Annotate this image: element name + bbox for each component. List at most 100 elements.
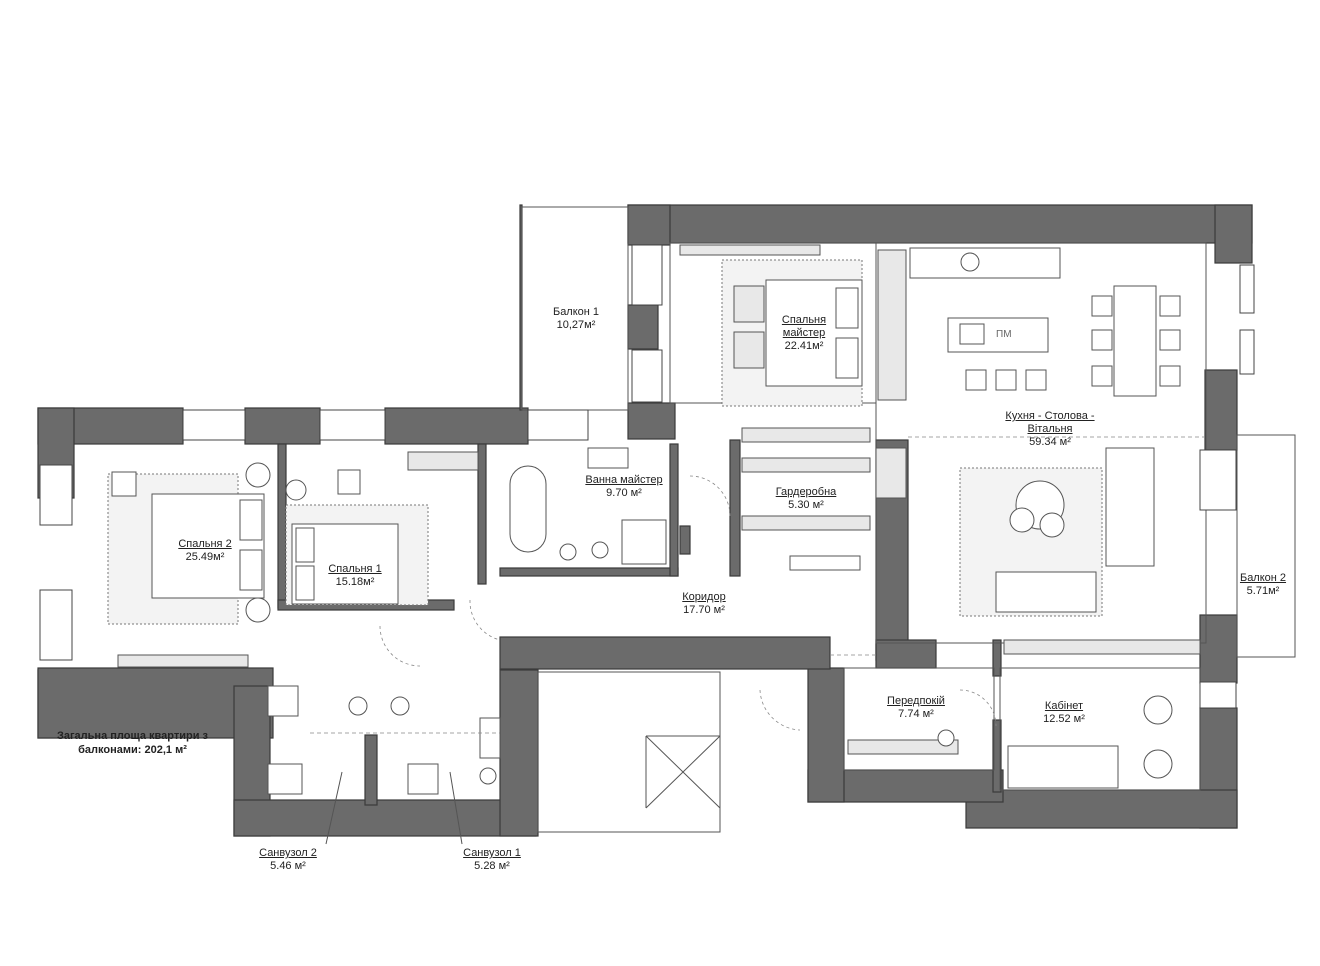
wall-east-upper xyxy=(1214,204,1253,264)
chair xyxy=(1091,295,1113,317)
label-bedroom-master: Спальня майстер 22.41м² xyxy=(781,314,827,352)
kitchen-island-label: ПМ xyxy=(996,329,1012,340)
window xyxy=(39,464,73,526)
wall-office-west xyxy=(992,639,1002,677)
wall-office-west-lower xyxy=(992,719,1002,793)
window xyxy=(1199,681,1237,709)
chair xyxy=(1091,365,1113,387)
pillow xyxy=(835,337,859,379)
toilet xyxy=(407,763,439,795)
wall-bedroom1-east xyxy=(477,443,487,585)
fireplace xyxy=(875,447,907,499)
label-bath-master: Ванна майстер 9.70 м² xyxy=(585,474,663,499)
dining-table xyxy=(1113,285,1157,397)
shower xyxy=(621,519,667,565)
shelving xyxy=(1003,639,1201,655)
label-wc-2: Санвузол 2 5.46 м² xyxy=(259,847,317,872)
washing-machine xyxy=(479,767,497,785)
toilet xyxy=(267,763,303,795)
door-swing xyxy=(379,625,421,667)
pillow xyxy=(295,527,315,563)
sofa xyxy=(1007,745,1119,789)
dresser xyxy=(733,285,765,323)
wall-north xyxy=(627,204,1253,244)
pillow xyxy=(239,499,263,541)
hob xyxy=(960,252,980,272)
door-swing xyxy=(469,599,501,641)
office-outline xyxy=(999,667,1201,791)
leader-line xyxy=(325,771,343,845)
label-hall: Передпокій 7.74 м² xyxy=(887,695,945,720)
bar-stool xyxy=(965,369,987,391)
bar-stool xyxy=(995,369,1017,391)
chair xyxy=(1159,329,1181,351)
window xyxy=(631,244,663,306)
wall-mid-column xyxy=(627,304,659,350)
door-swing xyxy=(759,689,801,731)
window xyxy=(182,409,246,441)
pillow xyxy=(239,549,263,591)
wardrobe-rail xyxy=(741,427,871,443)
bidet xyxy=(591,541,609,559)
total-area-line-1: Загальна площа квартири з xyxy=(56,730,209,742)
wall-corridor-block xyxy=(679,525,691,555)
bench xyxy=(789,555,861,571)
kitchen-counter xyxy=(909,247,1061,279)
wall-west-hall xyxy=(807,667,845,803)
dresser xyxy=(733,331,765,369)
bar-stool xyxy=(1025,369,1047,391)
nightstand xyxy=(245,462,271,488)
ottoman xyxy=(937,729,955,747)
nightstand xyxy=(245,597,271,623)
pillow xyxy=(835,287,859,329)
label-balcony-1: Балкон 1 10,27м² xyxy=(552,306,600,331)
wall-wardrobe-east xyxy=(729,439,741,577)
label-office: Кабінет 12.52 м² xyxy=(1043,700,1085,725)
label-wc-1: Санвузол 1 5.28 м² xyxy=(463,847,521,872)
desk-chair xyxy=(1143,695,1173,725)
window xyxy=(631,349,663,403)
desk-chair xyxy=(1143,749,1173,779)
sofa xyxy=(1105,447,1155,567)
wall-wc-divider xyxy=(364,734,378,806)
radiator xyxy=(117,654,249,668)
label-bedroom-2: Спальня 2 25.49м² xyxy=(178,538,232,563)
door-swing xyxy=(959,689,997,727)
wall-wc-south xyxy=(233,799,537,837)
staircase xyxy=(537,671,721,833)
wall-bath-east xyxy=(669,443,679,577)
nightstand xyxy=(285,479,307,501)
tall-cabinets xyxy=(877,249,907,401)
armchair xyxy=(337,469,361,495)
total-area-line-2: балконами: 202,1 м² xyxy=(78,744,187,756)
stair-cross xyxy=(645,735,721,809)
wall-bath-bottom xyxy=(499,567,679,577)
wardrobe-rail xyxy=(741,515,871,531)
toilet xyxy=(559,543,577,561)
wardrobe-unit xyxy=(679,244,821,256)
window xyxy=(1199,449,1237,511)
armchair xyxy=(111,471,137,497)
label-balcony-2: Балкон 2 5.71м² xyxy=(1239,572,1287,597)
leader-line xyxy=(449,771,463,845)
window xyxy=(319,409,386,441)
coffee-table xyxy=(1039,512,1065,538)
balcony-2-outline xyxy=(1236,434,1296,658)
door-swing xyxy=(689,475,731,517)
sink xyxy=(390,696,410,716)
wall-stair-north xyxy=(499,636,831,670)
wardrobe-unit xyxy=(407,451,479,471)
sink xyxy=(348,696,368,716)
label-wardrobe: Гардеробна 5.30 м² xyxy=(775,486,837,511)
sink xyxy=(959,323,985,345)
vanity xyxy=(587,447,629,469)
chair xyxy=(1091,329,1113,351)
window xyxy=(39,589,73,661)
chair xyxy=(1159,295,1181,317)
hall-outline xyxy=(843,667,995,771)
window xyxy=(1239,329,1255,375)
wall-bedroom1-north xyxy=(244,407,321,445)
wall-bedroom-divider xyxy=(277,443,287,609)
shoe-cabinet xyxy=(847,739,959,755)
window xyxy=(1239,264,1255,314)
